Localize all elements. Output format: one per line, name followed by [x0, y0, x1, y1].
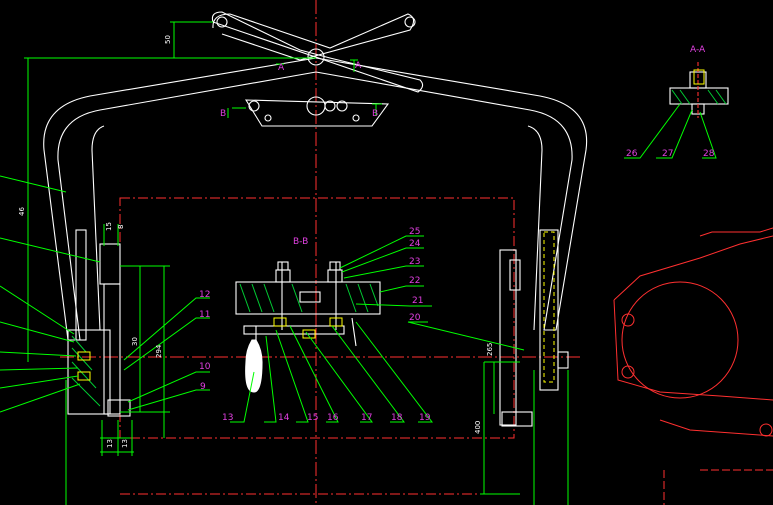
part-label-27: 27 [662, 149, 673, 159]
dimension-r2: 294 [155, 344, 163, 358]
part-label-21: 21 [412, 296, 423, 306]
part-label-18: 18 [391, 413, 403, 423]
section-mark-b-right: B [372, 109, 378, 119]
part-label-22: 22 [409, 276, 420, 286]
clamp-frame [43, 11, 729, 427]
section-title-aa: A-A [690, 45, 706, 55]
part-label-9: 9 [200, 382, 206, 392]
part-label-17: 17 [361, 413, 372, 423]
part-label-25: 25 [409, 227, 420, 237]
housing-outline [613, 227, 773, 505]
part-label-13: 13 [222, 413, 233, 423]
section-mark-b-left: B [220, 109, 226, 119]
dimension-b2: 13 [121, 439, 129, 448]
dimension-top: 50 [164, 35, 172, 44]
section-mark-a-left: A [278, 63, 285, 73]
dimension-left-height: 46 [18, 207, 26, 216]
part-label-24: 24 [409, 239, 421, 249]
dimension-right-2: 400 [474, 421, 482, 434]
part-label-19: 19 [419, 413, 431, 423]
section-mark-a-right: A [355, 61, 362, 71]
centerlines [60, 0, 580, 505]
part-label-11: 11 [199, 310, 210, 320]
part-label-10: 10 [199, 362, 211, 372]
part-label-14: 14 [278, 413, 290, 423]
leader-lines [0, 21, 717, 505]
part-label-23: 23 [409, 257, 420, 267]
part-label-20: 20 [409, 313, 421, 323]
part-label-15: 15 [307, 413, 318, 423]
dimension-small-a: 15 [105, 222, 113, 231]
dimension-right-1: 265 [486, 343, 494, 356]
part-label-28: 28 [703, 149, 715, 159]
section-hatching [71, 89, 727, 407]
part-label-16: 16 [327, 413, 339, 423]
dimension-small-b: 8 [117, 225, 125, 229]
part-label-26: 26 [626, 149, 638, 159]
dimension-b1: 13 [106, 439, 114, 448]
dimension-r1: 30 [131, 337, 139, 346]
section-title-bb: B-B [293, 237, 308, 247]
part-label-12: 12 [199, 290, 210, 300]
